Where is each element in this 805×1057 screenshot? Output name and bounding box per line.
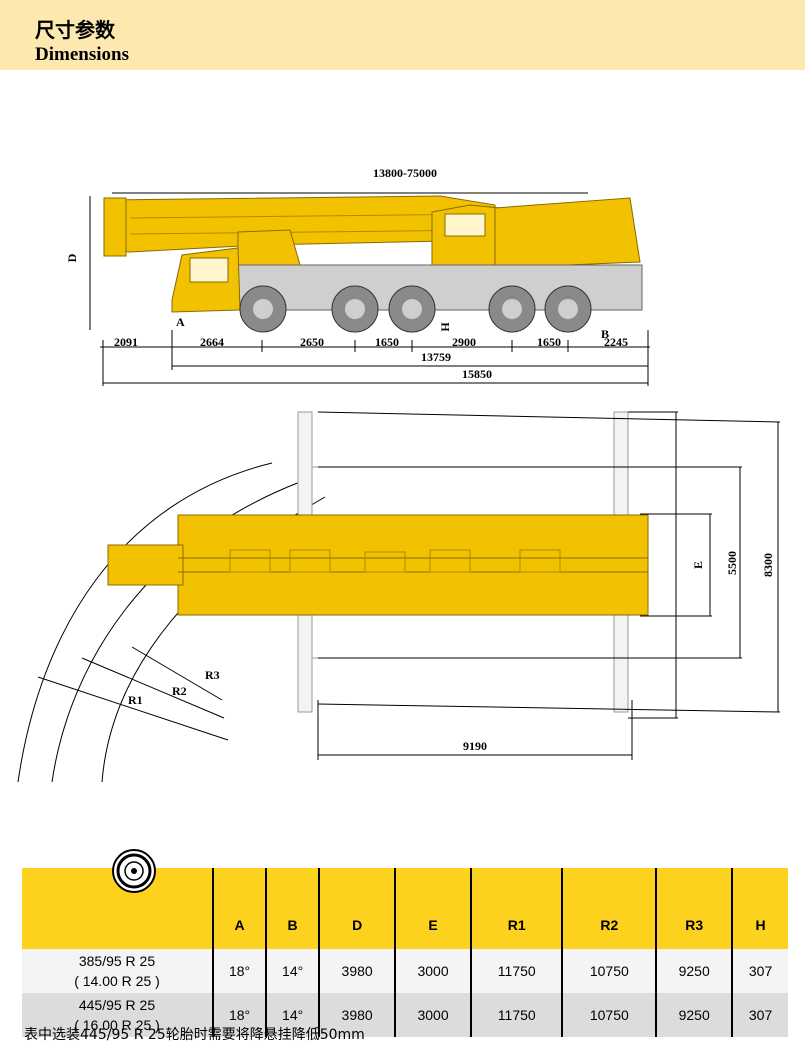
value-cell: 11750: [470, 949, 563, 993]
boom-head-top: [107, 544, 184, 586]
value-cell: 11750: [470, 993, 563, 1037]
header-a: A: [211, 868, 267, 949]
title-chinese: 尺寸参数: [35, 18, 115, 42]
tire-size: 445/95 R 25: [78, 997, 156, 1013]
tire-size: 385/95 R 25: [78, 953, 156, 969]
header-d: D: [318, 868, 396, 949]
value-cell: 307: [731, 993, 788, 1037]
header-h: H: [731, 868, 788, 949]
segment-label: 2650: [300, 335, 324, 349]
value-cell: 3980: [318, 993, 396, 1037]
top-view-drawing: R1 R2 R3 E 5500 8300 9190: [17, 411, 781, 783]
segment-label: 2900: [452, 335, 476, 349]
value-cell: 307: [731, 949, 788, 993]
label-r3: R3: [205, 668, 220, 682]
tire-size-alt: ( 14.00 R 25 ): [74, 973, 160, 989]
tire-size-cell: 445/95 R 25 ( 16.00 R 25 ): [22, 993, 213, 1037]
table-row: 445/95 R 25 ( 16.00 R 25 ) 18° 14° 3980 …: [22, 993, 788, 1037]
segment-label: 2091: [114, 335, 138, 349]
side-view-drawing: 13800-75000 D A B H 2091 2664 2650 1650 …: [65, 166, 650, 386]
header-band: [0, 0, 805, 70]
header-b: B: [265, 868, 320, 949]
segment-label: 1650: [375, 335, 399, 349]
wheels: [239, 285, 592, 333]
width-8300-top: [317, 411, 781, 423]
table-row: 385/95 R 25 ( 14.00 R 25 ) 18° 14° 3980 …: [22, 949, 788, 993]
segment-label: 2245: [604, 335, 628, 349]
tire-size-cell: 385/95 R 25 ( 14.00 R 25 ): [22, 949, 213, 993]
label-b: B: [601, 327, 609, 341]
value-cell: 3980: [318, 949, 396, 993]
tire-icon: [112, 849, 156, 893]
segment-label: 1650: [537, 335, 561, 349]
width-8300-label: 8300: [761, 553, 775, 577]
label-d: D: [65, 253, 79, 262]
value-cell: 18°: [211, 949, 267, 993]
value-cell: 10750: [561, 949, 657, 993]
header-e: E: [394, 868, 472, 949]
crane-body-top: [177, 514, 649, 616]
label-r1: R1: [128, 693, 143, 707]
outrigger-span-label: 9190: [463, 739, 487, 753]
tire-size-alt: ( 16.00 R 25 ): [74, 1017, 160, 1033]
boom-head: [103, 197, 127, 257]
header-r3: R3: [655, 868, 733, 949]
footnote: 表中选装445/95 R 25轮胎时需要将降悬挂降低50mm: [24, 1027, 365, 1043]
value-cell: 14°: [265, 993, 320, 1037]
label-e: E: [691, 561, 705, 569]
table-header-row: A B D E R1 R2 R3 H: [22, 849, 788, 949]
label-a: A: [176, 315, 185, 329]
boom-length-label: 13800-75000: [373, 166, 437, 180]
header-r2: R2: [561, 868, 657, 949]
overall-length-label: 15850: [462, 367, 492, 381]
value-cell: 9250: [655, 949, 733, 993]
value-cell: 18°: [211, 993, 267, 1037]
header-r1: R1: [470, 868, 563, 949]
dimension-spec-table: A B D E R1 R2 R3 H 385/95 R 25 ( 14.00 R…: [22, 849, 788, 1037]
label-r2: R2: [172, 684, 187, 698]
segment-label: 2664: [200, 335, 224, 349]
width-5500-label: 5500: [725, 551, 739, 575]
title-english: Dimensions: [35, 44, 129, 65]
tire-header-cell: [22, 849, 213, 949]
chassis-length-label: 13759: [421, 350, 451, 364]
value-cell: 9250: [655, 993, 733, 1037]
superstructure: [494, 197, 641, 269]
value-cell: 3000: [394, 993, 472, 1037]
value-cell: 10750: [561, 993, 657, 1037]
value-cell: 3000: [394, 949, 472, 993]
label-h: H: [438, 322, 452, 332]
value-cell: 14°: [265, 949, 320, 993]
turning-radius-arcs: [17, 462, 326, 783]
